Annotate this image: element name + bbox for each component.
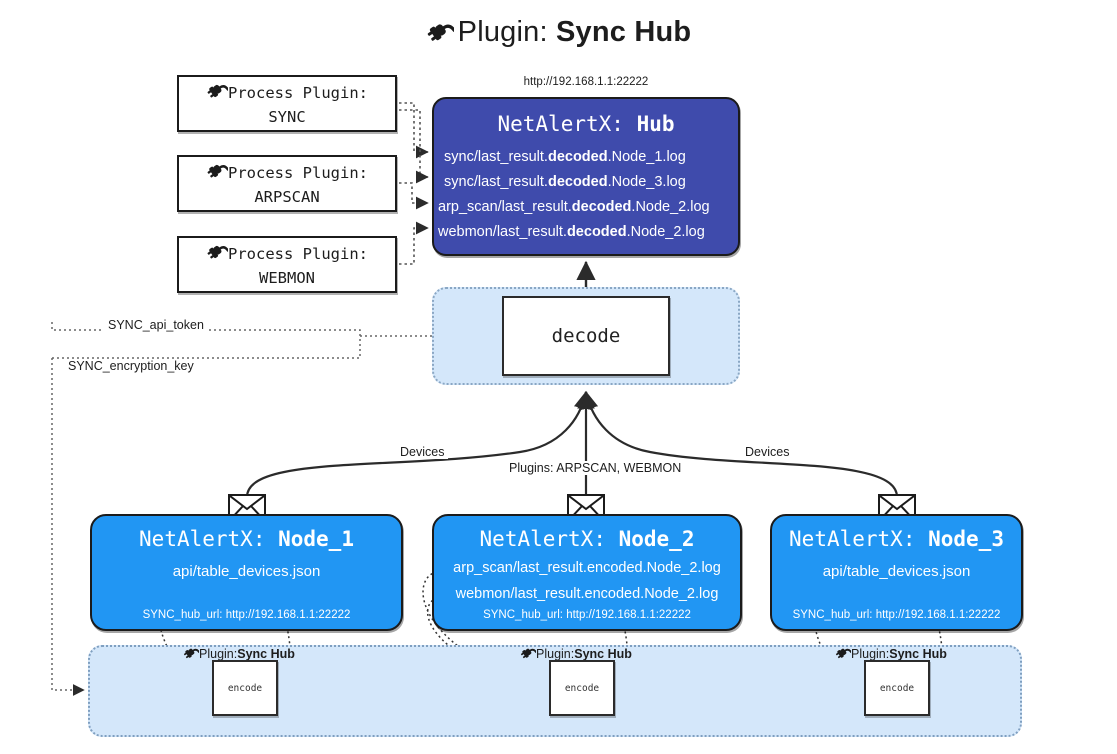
node-title: NetAlertX: Node_2	[434, 527, 740, 551]
log-pre: webmon/last_result.	[438, 224, 567, 240]
plug-icon	[206, 241, 230, 267]
log-pre: sync/last_result.	[444, 149, 548, 165]
plug-icon	[426, 18, 456, 52]
plug-icon	[206, 80, 230, 106]
node-title: NetAlertX: Node_3	[772, 527, 1021, 551]
node-footer-hub-url: SYNC_hub_url: http://192.168.1.1:22222	[483, 609, 691, 621]
process-plugin-label: Process Plugin:	[228, 163, 368, 182]
process-plugin-name: SYNC	[268, 107, 306, 126]
log-mid: decoded	[547, 174, 608, 190]
log-mid: decoded	[571, 199, 632, 215]
node-footer-hub-url: SYNC_hub_url: http://192.168.1.1:22222	[142, 609, 351, 621]
log-post: .Node_2.log	[626, 224, 705, 240]
encoder-label-lead: Plugin:	[199, 647, 238, 661]
node-line: api/table_devices.json	[172, 563, 321, 580]
node-line: arp_scan/last_result.encoded.Node_2.log	[453, 560, 721, 576]
edge-label-encryption-key: SYNC_encryption_key	[64, 359, 198, 373]
page-title: Plugin: Sync Hub	[0, 16, 1117, 52]
encoder-label-strong: Sync Hub	[574, 647, 632, 661]
encoder-label-lead: Plugin:	[536, 647, 575, 661]
process-plugin-name: ARPSCAN	[254, 187, 320, 206]
encoder-label-lead: Plugin:	[851, 647, 890, 661]
hub-title: NetAlertX: Hub	[434, 112, 738, 136]
log-post: .Node_2.log	[631, 199, 710, 215]
hub-title-name: Hub	[636, 112, 675, 136]
edge-label-plugins: Plugins: ARPSCAN, WEBMON	[505, 461, 686, 475]
process-plugin-label: Process Plugin:	[228, 244, 368, 263]
node-box-node-3[interactable]: NetAlertX: Node_3 api/table_devices.json…	[770, 514, 1023, 631]
encoder-plugin-label: Plugin: Sync Hub	[183, 645, 295, 663]
process-plugin-box-sync[interactable]: Process Plugin: SYNC	[177, 75, 397, 132]
node-title-prefix: NetAlertX:	[139, 527, 279, 551]
hub-box[interactable]: NetAlertX: Hub sync/last_result.decoded.…	[432, 97, 740, 256]
encode-box[interactable]: encode	[549, 660, 615, 716]
hub-title-prefix: NetAlertX:	[497, 112, 637, 136]
hub-log-line: sync/last_result.decoded.Node_3.log	[434, 170, 738, 195]
node-title-prefix: NetAlertX:	[479, 527, 619, 551]
log-mid: decoded	[566, 224, 627, 240]
node-title-prefix: NetAlertX:	[789, 527, 929, 551]
edge-label-devices-left: Devices	[396, 445, 449, 459]
node-line: api/table_devices.json	[822, 563, 971, 580]
node-line-list: api/table_devices.json	[92, 559, 401, 584]
hub-log-line: arp_scan/last_result.decoded.Node_2.log	[434, 195, 738, 220]
log-pre: arp_scan/last_result.	[438, 199, 572, 215]
hub-log-list: sync/last_result.decoded.Node_1.log sync…	[434, 145, 738, 245]
node-line-list: arp_scan/last_result.encoded.Node_2.log …	[434, 555, 740, 607]
hub-log-line: sync/last_result.decoded.Node_1.log	[434, 145, 738, 170]
hub-url-caption: http://192.168.1.1:22222	[523, 76, 649, 88]
encoder-plugin-label: Plugin: Sync Hub	[835, 645, 947, 663]
node-title-name: Node_2	[618, 527, 695, 551]
node-title-name: Node_3	[928, 527, 1004, 551]
process-plugin-label: Process Plugin:	[228, 83, 368, 102]
decode-box[interactable]: decode	[502, 296, 670, 376]
node-line: webmon/last_result.encoded.Node_2.log	[455, 586, 719, 602]
page-title-strong: Sync Hub	[555, 16, 692, 48]
node-footer-hub-url: SYNC_hub_url: http://192.168.1.1:22222	[792, 609, 1001, 621]
hub-log-line: webmon/last_result.decoded.Node_2.log	[434, 220, 738, 245]
log-pre: sync/last_result.	[444, 174, 548, 190]
encode-box[interactable]: encode	[864, 660, 930, 716]
plug-icon	[835, 645, 852, 663]
plug-icon	[206, 160, 230, 186]
node-box-node-2[interactable]: NetAlertX: Node_2 arp_scan/last_result.e…	[432, 514, 742, 631]
process-plugin-box-webmon[interactable]: Process Plugin: WEBMON	[177, 236, 397, 293]
page-title-lead: Plugin:	[457, 16, 556, 48]
encoder-label-strong: Sync Hub	[889, 647, 947, 661]
process-plugin-box-arpscan[interactable]: Process Plugin: ARPSCAN	[177, 155, 397, 212]
plug-icon	[183, 645, 200, 663]
plug-icon	[520, 645, 537, 663]
encoder-label-strong: Sync Hub	[237, 647, 295, 661]
edge-label-api-token: SYNC_api_token	[104, 318, 208, 332]
encode-box[interactable]: encode	[212, 660, 278, 716]
encoder-plugin-label: Plugin: Sync Hub	[520, 645, 632, 663]
log-mid: decoded	[547, 149, 608, 165]
log-post: .Node_3.log	[607, 174, 686, 190]
node-line-list: api/table_devices.json	[772, 559, 1021, 584]
log-post: .Node_1.log	[607, 149, 686, 165]
process-plugin-name: WEBMON	[259, 268, 315, 287]
node-title: NetAlertX: Node_1	[92, 527, 401, 551]
node-box-node-1[interactable]: NetAlertX: Node_1 api/table_devices.json…	[90, 514, 403, 631]
node-title-name: Node_1	[278, 527, 354, 551]
edge-label-devices-right: Devices	[741, 445, 794, 459]
